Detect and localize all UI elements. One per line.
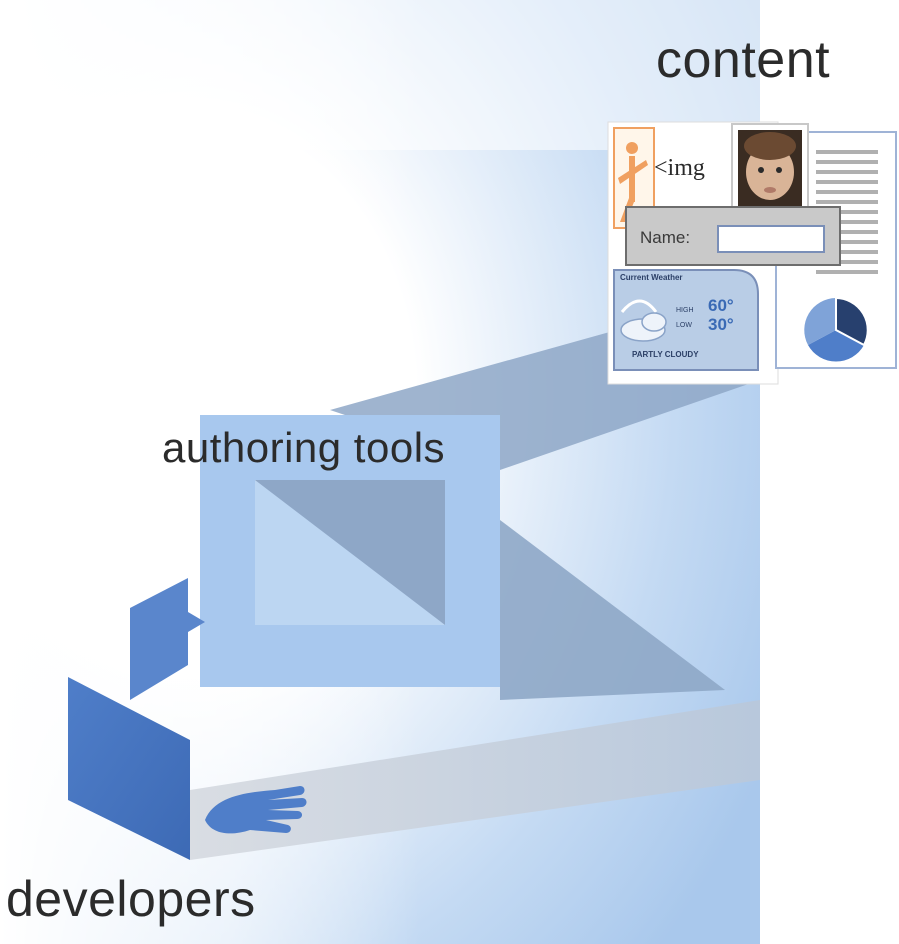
weather-hi-label: HIGH xyxy=(676,307,694,314)
authoring-tools-shadow xyxy=(255,480,445,625)
developers-label: developers xyxy=(6,871,256,927)
weather-low-temp: 30° xyxy=(708,315,734,334)
figure-icon xyxy=(618,142,648,222)
child-photo xyxy=(738,130,802,206)
authoring-tools-label: authoring tools xyxy=(162,424,446,471)
weather-lo-label: LOW xyxy=(676,322,692,329)
form-input-box xyxy=(717,225,825,253)
img-tag-text: <img xyxy=(654,155,705,181)
developer-wall xyxy=(68,677,190,860)
weather-condition: PARTLY CLOUDY xyxy=(632,350,699,359)
cloud-icon xyxy=(620,299,667,342)
content-label: content xyxy=(656,31,831,89)
content-panel xyxy=(607,121,897,385)
pie-chart-icon xyxy=(804,296,869,362)
weather-title: Current Weather xyxy=(620,273,683,282)
flag-panel xyxy=(130,578,188,700)
floor-bar xyxy=(190,700,760,860)
lower-beam xyxy=(500,520,725,700)
flag-notch xyxy=(188,612,205,632)
weather-high-temp: 60° xyxy=(708,296,734,315)
hand-icon xyxy=(205,786,307,834)
document-text-lines xyxy=(816,150,878,274)
weather-widget xyxy=(613,269,759,371)
form-name-label: Name: xyxy=(640,228,691,247)
